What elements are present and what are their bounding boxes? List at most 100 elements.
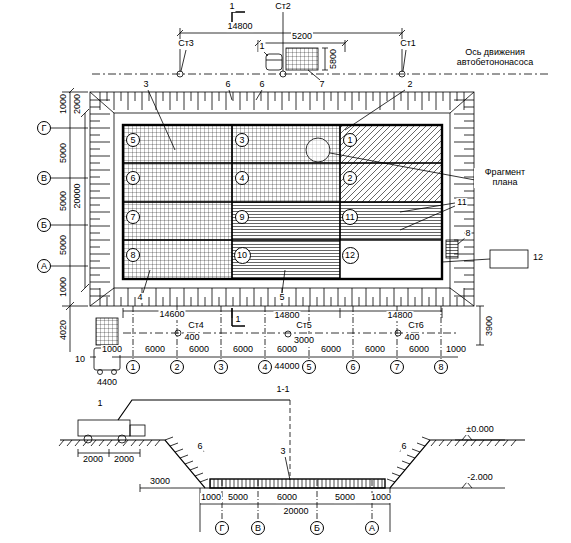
slope-hatch (289, 297, 290, 306)
callout-number: 1 (258, 42, 265, 52)
slope-hatch (233, 297, 234, 306)
callout-number: 5 (278, 293, 285, 303)
slope-hatch (90, 275, 100, 276)
slope-hatch (190, 467, 198, 470)
slope-hatch (345, 92, 346, 101)
slope-hatch (479, 440, 484, 446)
slope-hatch (401, 297, 402, 306)
slope-hatch (324, 288, 325, 306)
slope-hatch (191, 92, 192, 101)
dimension: 5000 (227, 493, 249, 503)
axis-bubble: 5 (302, 360, 316, 374)
zone-number-text: 6 (130, 174, 135, 183)
dimension: 1000 (445, 345, 467, 355)
zone-number: 6 (126, 171, 140, 185)
dimension: 2000 (113, 455, 135, 465)
slope-hatch (107, 297, 108, 306)
callout-number: 4 (136, 293, 143, 303)
slope-hatch (128, 288, 129, 306)
zone-number-text: 11 (345, 213, 354, 222)
slope-hatch (431, 440, 436, 446)
axis-bubble-text: 3 (218, 363, 223, 372)
slope-hatch (219, 297, 220, 306)
dimension: 5800 (329, 48, 339, 70)
slope-hatch (198, 92, 199, 110)
slope-hatch (268, 288, 269, 306)
dimension: 5000 (59, 190, 69, 212)
level-mark: -2.000 (466, 473, 494, 483)
slope-hatch (454, 114, 474, 115)
zone-number: 9 (235, 210, 249, 224)
slope-hatch (114, 92, 115, 110)
slope-hatch (90, 107, 100, 108)
callout-number: 3 (142, 80, 149, 90)
dimension: 6000 (232, 345, 254, 355)
slope-hatch (212, 288, 213, 306)
callout-number: 6 (224, 80, 231, 90)
slope-hatch (261, 297, 262, 306)
dimension: 1000 (59, 93, 69, 115)
slope-hatch (454, 100, 474, 101)
slope-hatch (345, 297, 346, 306)
dimension: 6000 (364, 345, 386, 355)
station-label: Ст6 (407, 321, 425, 331)
slope-hatch (67, 440, 72, 446)
slope-hatch (114, 288, 115, 306)
slope-hatch (352, 92, 353, 110)
slope-hatch (464, 219, 474, 220)
slope-hatch (417, 443, 425, 446)
dimension: 6000 (320, 345, 342, 355)
slope-hatch (170, 288, 171, 306)
slope-hatch (331, 92, 332, 101)
slope-hatch (296, 288, 297, 306)
slope-hatch (366, 288, 367, 306)
slope-hatch (170, 443, 178, 446)
station-label: Ст2 (274, 2, 292, 12)
slope-hatch (90, 170, 110, 171)
zone-number-text: 8 (130, 251, 135, 260)
slope-hatch (156, 288, 157, 306)
dimension: 1000 (101, 345, 123, 355)
slope-hatch (394, 288, 395, 306)
slope-hatch (212, 92, 213, 110)
slope-hatch (90, 233, 100, 234)
slope-hatch (454, 142, 474, 143)
slope-hatch (317, 297, 318, 306)
zone-number: 5 (126, 133, 140, 147)
axis-note: Ось движения автобетононасоса (453, 48, 537, 68)
slope-hatch (487, 440, 492, 446)
slope-hatch (90, 177, 100, 178)
slope-hatch (373, 297, 374, 306)
slope-hatch (200, 479, 208, 482)
slope-hatch (115, 440, 120, 446)
zone-number: 12 (342, 247, 359, 264)
slope-hatch (90, 212, 110, 213)
slope-hatch (454, 268, 474, 269)
axis-bubble-text: 5 (306, 363, 311, 372)
slope-hatch (454, 128, 474, 129)
slope-hatch (90, 142, 110, 143)
slope-hatch (415, 92, 416, 101)
dimension: 400 (183, 333, 200, 343)
slope-hatch (373, 92, 374, 101)
slope-hatch (175, 449, 183, 452)
slope-hatch (90, 268, 110, 269)
slope-hatch (471, 440, 476, 446)
axis-bubble-text: Г (42, 124, 47, 133)
slope-hatch (408, 288, 409, 306)
zone-number: 4 (235, 171, 249, 185)
zone-number: 11 (342, 209, 358, 225)
callout-number: 3 (279, 447, 286, 457)
axis-bubble: 3 (214, 360, 228, 374)
slope-hatch (226, 288, 227, 306)
dimension: 4400 (96, 378, 118, 388)
slope-hatch (443, 297, 444, 306)
callout-number: 1 (96, 399, 103, 409)
zone-number-text: 3 (239, 136, 244, 145)
slope-hatch (90, 114, 110, 115)
zone-number: 1 (343, 133, 357, 147)
slope-hatch (90, 219, 100, 220)
slope-hatch (408, 92, 409, 110)
dimension: 6000 (276, 345, 298, 355)
axis-bubble-text: А (41, 262, 47, 271)
